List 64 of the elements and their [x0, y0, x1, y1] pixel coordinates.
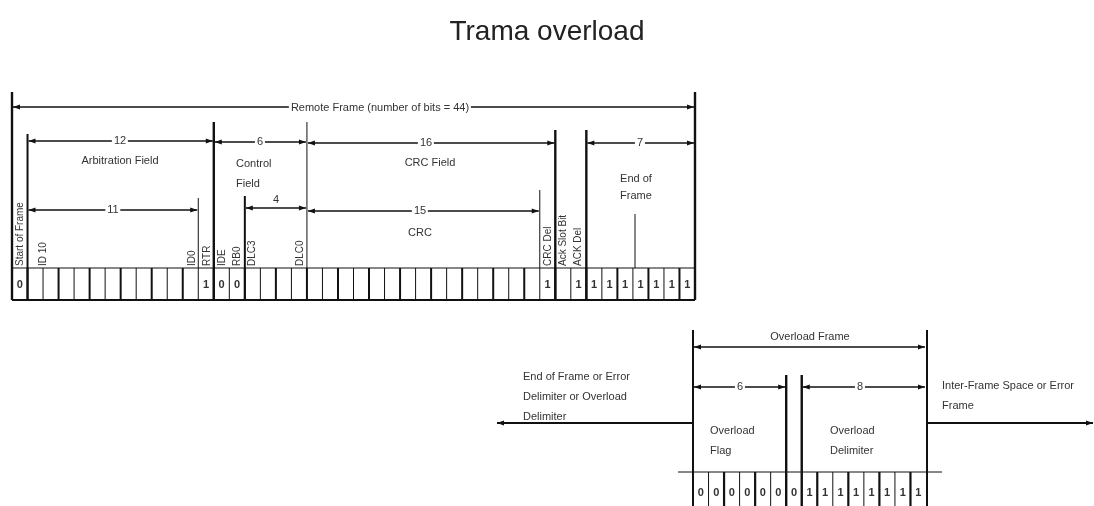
field-label: DLC0	[294, 240, 305, 266]
bit-value: 0	[218, 278, 225, 291]
bit-value: 1	[622, 278, 629, 291]
bit-value: 1	[668, 278, 675, 291]
bit-count: 8	[854, 380, 866, 393]
arrow	[927, 420, 1094, 426]
leader-line	[634, 213, 636, 269]
bit-value: 1	[821, 486, 829, 499]
bit-count: 4	[270, 193, 282, 206]
field-label: RB0	[231, 246, 242, 266]
bit-value: 1	[853, 486, 860, 499]
bit-value: 1	[806, 486, 813, 499]
field-label: ACK Del	[572, 227, 583, 266]
bit-value: 1	[606, 278, 613, 291]
bit-value: 0	[16, 278, 23, 291]
bit-value: 1	[899, 486, 906, 499]
field-label: ID0	[186, 250, 197, 266]
bit-value: 0	[790, 486, 797, 499]
bit-value: 1	[915, 486, 922, 499]
bit-value: 1	[868, 486, 875, 499]
field-label: Arbitration Field	[79, 154, 161, 167]
field-label: RTR	[201, 245, 212, 266]
field-label: Start of Frame	[14, 202, 25, 266]
field-label: IDE	[216, 249, 227, 266]
frame-heading: Overload Frame	[767, 330, 853, 343]
field-label: End of Frame or Error Delimiter or Overload Delimiter	[523, 369, 631, 424]
bit-value: 0	[713, 486, 720, 499]
field-label: Control Field	[236, 156, 273, 191]
field-label: Overload Flag	[710, 423, 756, 458]
bit-value: 1	[202, 278, 210, 291]
bit-value: 1	[684, 278, 691, 291]
bit-value: 0	[728, 486, 735, 499]
field-label: ID 10	[37, 242, 48, 266]
bit-value: 1	[884, 486, 891, 499]
overload-frame-region	[692, 330, 928, 506]
bit-value: 1	[575, 278, 582, 291]
bit-count: 16	[417, 136, 435, 149]
bit-count: 11	[105, 203, 121, 216]
field-label: End of Frame	[619, 171, 653, 203]
bit-value: 0	[697, 486, 704, 499]
bit-count: 12	[111, 134, 129, 147]
field-label: Overload Delimiter	[830, 423, 876, 458]
bit-value: 0	[234, 278, 241, 291]
title: Trama overload	[448, 14, 646, 48]
field-label: Ack Slot Bit	[557, 214, 568, 266]
field-label: Inter-Frame Space or Error Frame	[942, 378, 1076, 413]
field-label: CRC Field	[402, 156, 458, 169]
bit-value: 1	[544, 278, 551, 291]
bit-count: 6	[254, 135, 266, 148]
bit-value: 1	[837, 486, 844, 499]
arrow	[496, 420, 693, 426]
field-label: CRC	[406, 226, 434, 239]
field-label: CRC Del	[542, 226, 553, 266]
field-label: Remote Frame (number of bits = 44)	[288, 101, 472, 114]
bit-value: 1	[591, 278, 598, 291]
bit-value: 0	[744, 486, 751, 499]
bit-value: 1	[637, 278, 644, 291]
bit-value: 0	[759, 486, 766, 499]
bit-count: 6	[734, 380, 746, 393]
bit-count: 7	[634, 136, 646, 149]
bit-count: 15	[411, 204, 429, 217]
field-label: DLC3	[246, 240, 257, 266]
bit-value: 0	[775, 486, 782, 499]
bit-value: 1	[653, 278, 660, 291]
